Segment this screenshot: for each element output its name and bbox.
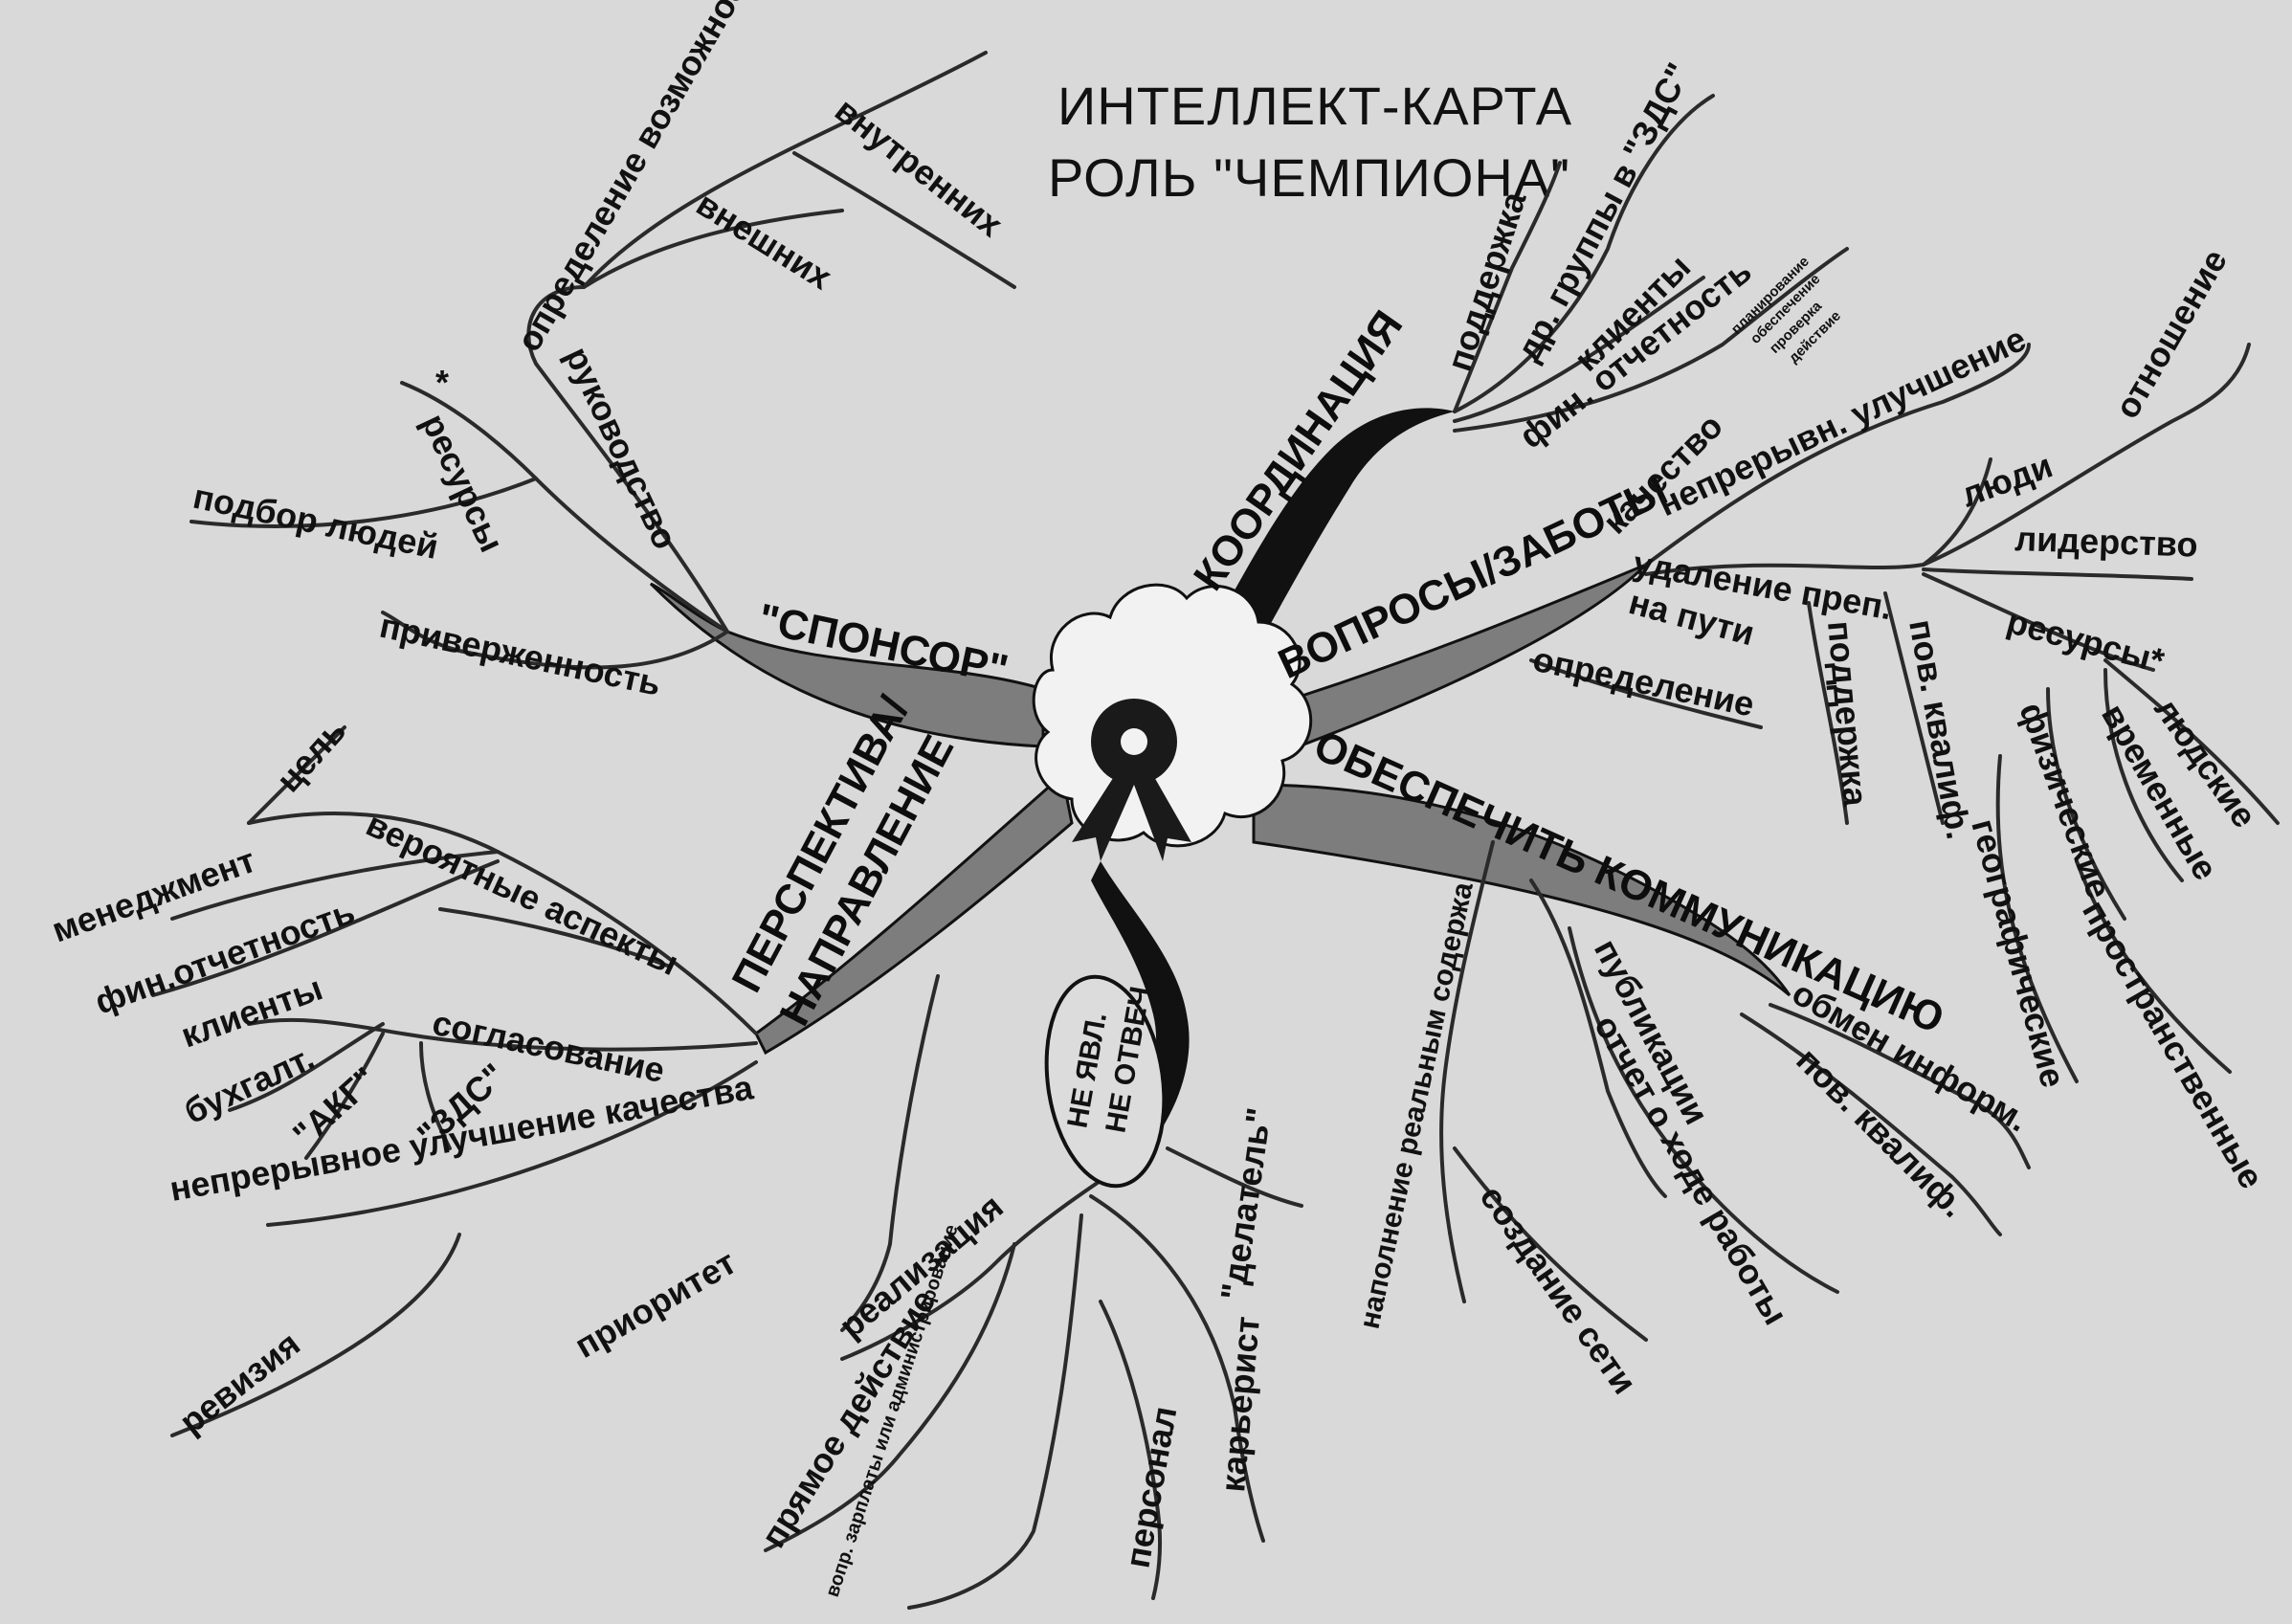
priority-label: приоритет	[568, 1242, 743, 1366]
external-label: внешних	[690, 184, 839, 297]
relationship-label: отношение	[2106, 242, 2235, 425]
map-title: ИНТЕЛЛЕКТ-КАРТА РОЛЬ "ЧЕМПИОНА"	[1048, 76, 1572, 208]
doer-sublabels: "делатель" реализация прямое действие во…	[753, 1105, 1279, 1600]
people-label: люди	[1956, 445, 2058, 514]
title-line-1: ИНТЕЛЛЕКТ-КАРТА	[1057, 76, 1572, 136]
resources-star: *	[435, 363, 449, 402]
networking-label: создание сети	[1472, 1178, 1644, 1401]
concerns-qualification-label: пов. квалиф.	[1902, 616, 1979, 842]
communications-sublabels: наполнение реальным содержа создание сет…	[1354, 879, 2036, 1401]
geographic-label: географические	[1964, 814, 2073, 1091]
opportunities-label: определение возможностей	[508, 0, 782, 358]
perspective-sublabels: цель менеджмент фин.отчетность клиенты в…	[47, 711, 757, 1441]
personnel-label: персонал	[1118, 1403, 1185, 1570]
rosette-center	[1121, 728, 1147, 755]
hiring-label: подбор людей	[189, 477, 441, 567]
spatial-label: пространственные	[2075, 894, 2272, 1195]
filling-label: наполнение реальным содержа	[1354, 879, 1480, 1332]
leadership-label: лидерство	[2014, 519, 2198, 565]
internal-label: внутренних	[828, 90, 1010, 244]
definition-label: определение	[1529, 639, 1757, 724]
sponsor-sublabels: определение возможностей внутренних внеш…	[189, 0, 1010, 703]
goal-label: цель	[268, 711, 353, 799]
management-label: руководство	[558, 341, 685, 555]
concerns-support-label: поддержка	[1820, 619, 1876, 809]
concerns-resources-label: ресурсы*	[2003, 601, 2169, 680]
progress-report-label: отчет о ходе работы	[1587, 1009, 1796, 1331]
doer-label: "делатель"	[1213, 1105, 1279, 1302]
likely-aspects-label: вероятные аспекты	[361, 804, 685, 983]
central-cloud	[1034, 585, 1311, 846]
commitment-label: приверженность	[376, 606, 664, 703]
careerist-label: карьерист	[1213, 1315, 1267, 1494]
